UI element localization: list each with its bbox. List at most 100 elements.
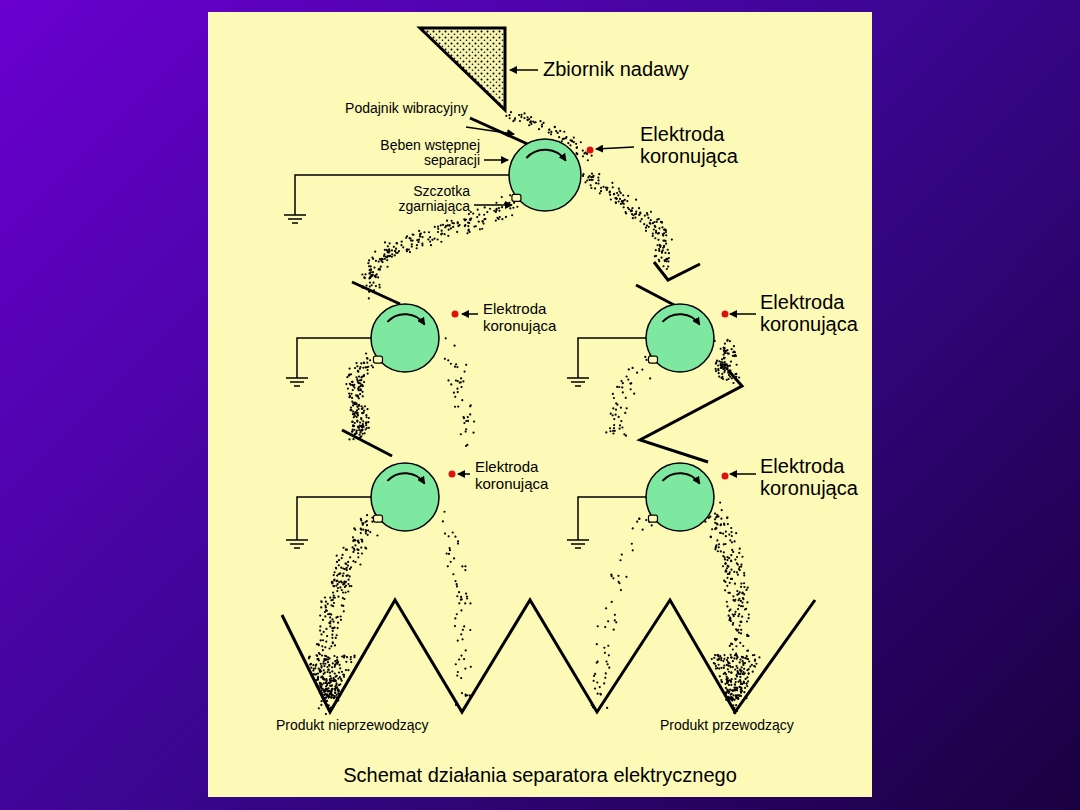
particle — [366, 358, 368, 360]
particle — [732, 355, 734, 357]
particle — [464, 569, 466, 571]
particle — [324, 697, 326, 699]
particle — [337, 596, 339, 598]
particle — [473, 225, 475, 227]
particle — [725, 692, 727, 694]
particle — [367, 288, 369, 290]
particle — [728, 679, 730, 681]
particle — [621, 554, 623, 556]
particle — [616, 404, 618, 406]
particle — [734, 668, 736, 670]
particle — [733, 698, 735, 700]
particle — [394, 254, 396, 256]
particle — [449, 549, 451, 551]
particle — [376, 273, 378, 275]
particle — [388, 248, 390, 250]
particle — [365, 532, 367, 534]
particle — [463, 370, 465, 372]
drum-body — [509, 139, 581, 211]
particle — [749, 666, 751, 668]
particle — [419, 235, 421, 237]
particle — [421, 236, 423, 238]
particle — [626, 407, 628, 409]
particle — [730, 696, 732, 698]
particle — [709, 535, 711, 537]
particle — [728, 374, 730, 376]
particle — [739, 569, 741, 571]
particle — [388, 242, 390, 244]
particle — [375, 285, 377, 287]
particle — [741, 666, 743, 668]
particle — [337, 661, 339, 663]
particle — [321, 690, 323, 692]
particle — [341, 680, 343, 682]
particle — [467, 225, 469, 227]
particle — [457, 405, 459, 407]
particle — [532, 120, 534, 122]
particle — [384, 258, 386, 260]
particle — [500, 105, 502, 107]
particle — [331, 637, 333, 639]
particle — [608, 654, 610, 656]
part-label: Elektroda koronująca — [760, 455, 872, 499]
particle — [736, 571, 738, 573]
particle — [742, 671, 744, 673]
particle — [362, 412, 364, 414]
particle — [730, 693, 732, 695]
particle — [740, 621, 742, 623]
particle — [740, 621, 742, 623]
particle — [324, 663, 326, 665]
particle — [656, 244, 658, 246]
particle — [727, 523, 729, 525]
particle — [322, 639, 324, 641]
particle — [324, 697, 326, 699]
particle — [336, 555, 338, 557]
particle — [597, 179, 599, 181]
particle — [590, 184, 592, 186]
particle — [353, 425, 355, 427]
particle — [624, 412, 626, 414]
particle — [450, 561, 452, 563]
particle — [359, 421, 361, 423]
particle — [746, 685, 748, 687]
scraper-brush — [373, 515, 382, 522]
particle — [341, 581, 343, 583]
particle — [731, 689, 733, 691]
particle — [469, 413, 471, 415]
particle — [631, 207, 633, 209]
particle — [367, 262, 369, 264]
particle — [729, 592, 731, 594]
particle — [351, 381, 353, 383]
feed-hopper — [420, 28, 505, 110]
particle — [730, 361, 732, 363]
particle — [354, 561, 356, 563]
particle — [353, 425, 355, 427]
particle — [714, 548, 716, 550]
particle — [730, 527, 732, 529]
particle — [430, 244, 432, 246]
particle — [465, 428, 467, 430]
particle — [609, 191, 611, 193]
particle — [326, 671, 328, 673]
particle — [382, 258, 384, 260]
particle — [575, 152, 577, 154]
particle — [733, 688, 735, 690]
particle — [440, 224, 442, 226]
particle — [720, 367, 722, 369]
particle — [734, 599, 736, 601]
particle — [332, 621, 334, 623]
particle — [320, 687, 322, 689]
particle — [742, 597, 744, 599]
particle — [747, 649, 749, 651]
particle — [604, 626, 606, 628]
particle — [339, 572, 341, 574]
particle — [623, 203, 625, 205]
particle — [352, 404, 354, 406]
particle — [586, 179, 588, 181]
separation-drum — [284, 139, 594, 223]
particle — [470, 666, 472, 668]
particle — [372, 366, 374, 368]
particle — [352, 413, 354, 415]
particle — [359, 563, 361, 565]
particle — [340, 615, 342, 617]
